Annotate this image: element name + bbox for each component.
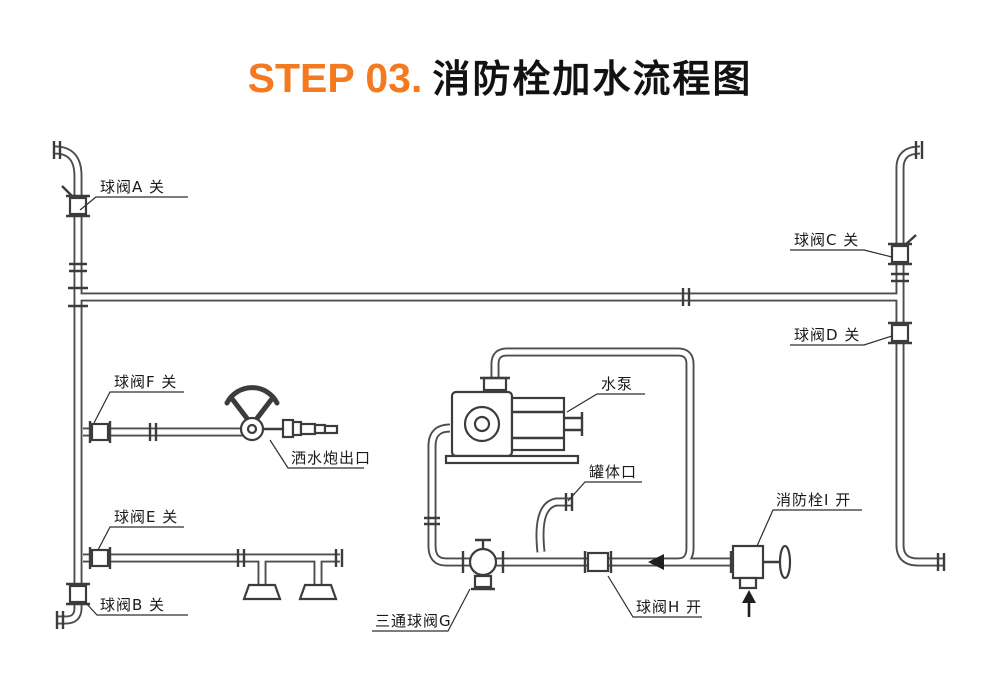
leader-valve-b — [84, 601, 188, 616]
label-hydrant-i: 消防栓I 开 — [776, 491, 851, 509]
three-way-ball-valve-g — [461, 538, 505, 591]
leader-valve-f — [93, 391, 184, 424]
leader-pump — [566, 393, 645, 413]
pump-base — [444, 454, 580, 465]
left-flow-arrow-icon — [648, 554, 664, 570]
valve-a-lever — [61, 185, 75, 199]
right-pipe-coupling — [891, 272, 909, 283]
label-valve-g: 三通球阀G — [375, 612, 452, 630]
lower-branch-end-cap — [334, 549, 344, 567]
label-valve-e: 球阀E 关 — [114, 508, 178, 526]
left-bottom-cap — [55, 611, 65, 629]
water-cannon — [224, 385, 339, 442]
pump-shaft — [564, 412, 584, 436]
valve-c-lever — [903, 234, 917, 247]
leader-valve-g — [372, 588, 471, 632]
leader-cannon-outlet — [269, 439, 364, 469]
water-pump — [444, 376, 584, 465]
left-top-cap — [52, 141, 62, 159]
leader-valve-e — [97, 526, 184, 551]
right-top-cap — [914, 141, 924, 159]
ball-valve-h — [583, 551, 613, 573]
ball-valve-c — [888, 234, 917, 266]
label-tank-port: 罐体口 — [589, 463, 637, 481]
sprinkler-flare-right — [298, 583, 338, 601]
label-pump: 水泵 — [601, 375, 633, 393]
ball-valve-b — [66, 582, 90, 606]
sprinkler-flare-left — [242, 583, 282, 601]
leader-valve-h — [607, 575, 702, 618]
ball-valve-a — [61, 185, 90, 218]
page-title: STEP 03.消防栓加水流程图 — [0, 48, 1000, 103]
left-pipe-coupling — [69, 262, 87, 273]
main-pipe-joint — [681, 288, 691, 306]
leader-valve-c — [790, 249, 893, 258]
ball-valve-d — [888, 321, 912, 345]
pipe-fittings — [52, 141, 946, 629]
left-tee-coupling — [68, 286, 88, 308]
title-step: STEP 03. — [247, 55, 423, 101]
label-valve-f: 球阀F 关 — [114, 373, 177, 391]
label-valve-c: 球阀C 关 — [794, 231, 859, 249]
up-flow-arrow-icon — [742, 590, 756, 617]
pump-riser-coupling — [424, 516, 440, 526]
label-valve-h: 球阀H 开 — [636, 598, 702, 616]
leader-hydrant-i — [756, 509, 862, 547]
leader-tank-port — [567, 481, 642, 502]
ball-valve-e — [88, 547, 112, 569]
leader-valve-d — [790, 335, 893, 346]
callout-leaders — [79, 196, 893, 632]
cannon-branch-coupling — [148, 423, 158, 441]
leader-valve-a — [79, 196, 188, 211]
hydrant-handwheel — [778, 544, 792, 580]
label-valve-d: 球阀D 关 — [794, 326, 860, 344]
title-text: 消防栓加水流程图 — [432, 59, 753, 101]
label-valve-a: 球阀A 关 — [100, 178, 165, 196]
label-cannon-outlet: 洒水炮出口 — [291, 449, 371, 467]
valve-g-stem — [475, 538, 491, 549]
label-valve-b: 球阀B 关 — [100, 596, 165, 614]
lower-branch-coupling — [236, 549, 246, 567]
right-bottom-cap — [936, 553, 946, 571]
fire-hydrant-i — [729, 544, 792, 590]
cannon-nozzle — [281, 418, 339, 439]
callout-labels: 球阀A 关 球阀C 关 球阀D 关 球阀F 关 洒水炮出口 水泵 罐体口 消防栓… — [100, 178, 860, 630]
ball-valve-f — [88, 421, 112, 443]
